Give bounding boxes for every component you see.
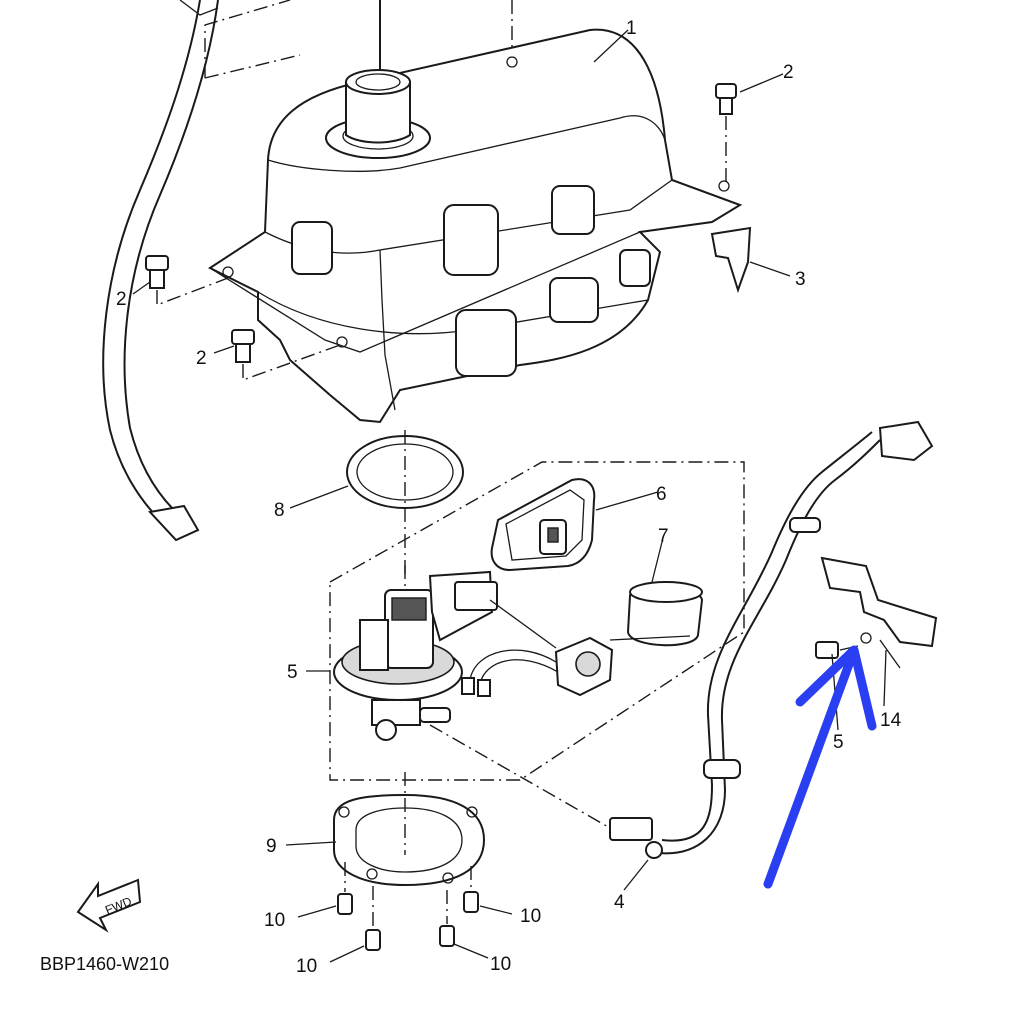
pump-assembly-box [329, 461, 745, 781]
fuel-sender-float [609, 581, 704, 647]
screw-10-c [365, 886, 381, 951]
callout-10-a: 10 [264, 910, 285, 931]
screw-10-d [439, 890, 455, 947]
callout-9: 9 [266, 836, 277, 857]
callout-2-right: 2 [783, 62, 794, 83]
callout-8: 8 [274, 500, 285, 521]
callout-5-pump: 5 [287, 662, 298, 683]
top-guide-lines [204, 0, 513, 79]
bolt-2-right [715, 83, 737, 182]
fuel-tank [207, 28, 743, 424]
callout-10-b: 10 [520, 906, 541, 927]
leader-lines [132, 29, 887, 963]
fuel-sender-unit [461, 599, 614, 697]
screw-10-b [463, 866, 479, 913]
callout-2-left-upper: 2 [116, 289, 127, 310]
tank-bracket [710, 226, 752, 294]
callout-3: 3 [795, 269, 806, 290]
drawing-code: BBP1460-W210 [40, 954, 169, 974]
bolt-2-left-upper [145, 255, 229, 307]
callout-10-d: 10 [490, 954, 511, 975]
callout-7: 7 [658, 526, 669, 547]
callout-4: 4 [614, 892, 625, 913]
bolt-2-left-lower [231, 329, 341, 381]
callout-6: 6 [656, 484, 667, 505]
callout-5-bolt: 5 [833, 732, 844, 753]
fuel-hose [429, 420, 934, 859]
breather-hose [102, 0, 219, 542]
highlight-arrow [763, 645, 877, 889]
callout-14: 14 [880, 710, 902, 731]
pump-mounting-plate [333, 772, 486, 887]
callout-1: 1 [626, 18, 637, 39]
fwd-arrow: FWD [76, 878, 142, 933]
fuel-filter [490, 478, 596, 572]
fuel-pump-module [333, 565, 498, 741]
hose-clip-bracket [815, 556, 938, 669]
pump-gasket-ring [346, 430, 464, 575]
screw-10-a [337, 862, 353, 915]
callout-2-left-lower: 2 [196, 348, 207, 369]
callout-10-c: 10 [296, 956, 317, 977]
